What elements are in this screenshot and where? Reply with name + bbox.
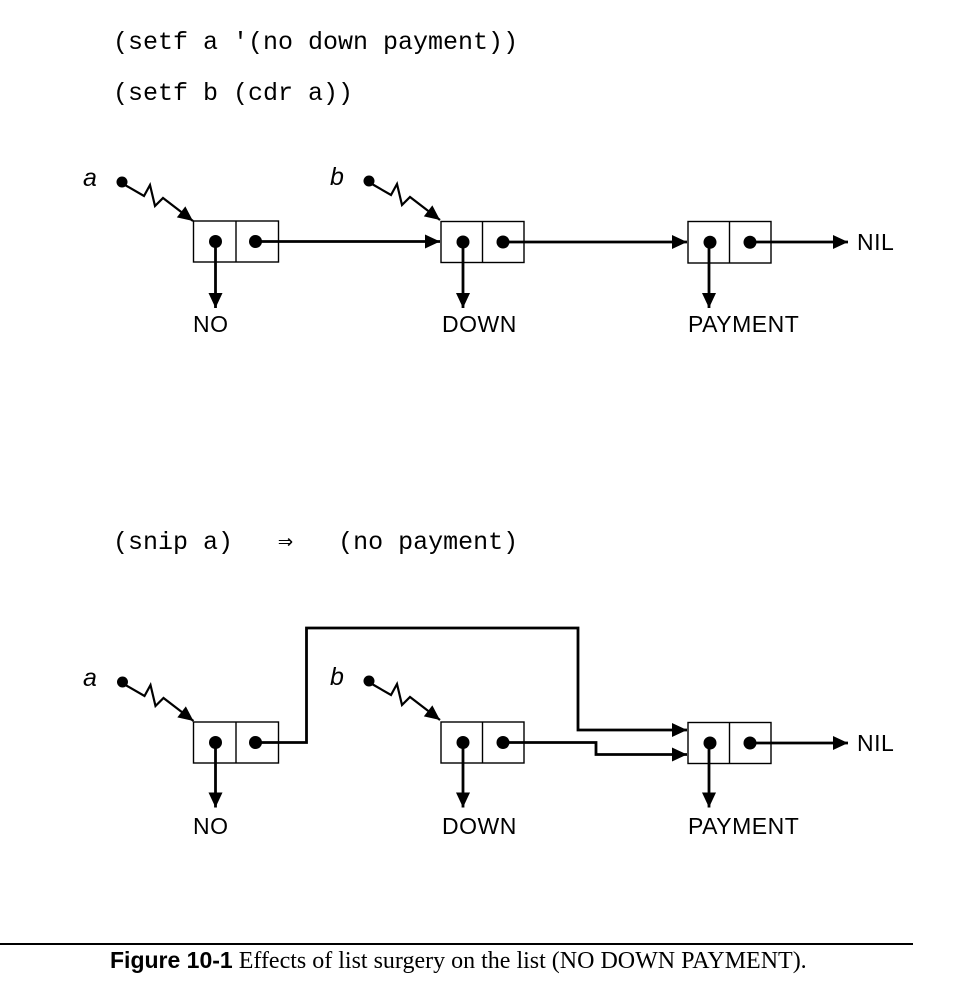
atom-label-payment-2: PAYMENT — [688, 813, 800, 839]
snip-reroute-arrow-2-head — [672, 723, 687, 737]
car-arrow-down-1-head — [456, 293, 470, 308]
pointer-b-dot-1 — [363, 175, 375, 187]
caption-rule — [0, 943, 913, 945]
pointer-label-a-2: a — [83, 664, 97, 692]
cons-cell-down-2-car-dot — [456, 736, 470, 749]
atom-label-payment-1: PAYMENT — [688, 311, 800, 337]
car-arrow-no-2-head — [208, 792, 223, 808]
pointer-a-arrow-1 — [124, 181, 194, 222]
cons-cell-down-1-cdr-dot — [496, 235, 510, 249]
code-setf-a: (setf a '(no down payment)) — [113, 28, 519, 57]
pointer-label-a-1: a — [83, 164, 97, 192]
cdr-arrow-down-to-payment-1-head — [672, 235, 687, 249]
cons-cell-no-2-car-dot — [209, 736, 222, 749]
figure-caption: Figure 10-1 Effects of list surgery on t… — [110, 947, 807, 974]
car-arrow-payment-1-head — [702, 293, 716, 308]
pointer-a-dot-1 — [116, 176, 128, 188]
cons-cell-no-1-car-dot — [209, 235, 222, 248]
code-setf-b: (setf b (cdr a)) — [113, 79, 354, 108]
nil-label-2: NIL — [857, 730, 895, 756]
pointer-label-b-1: b — [330, 163, 344, 191]
pointer-a-arrow-2 — [124, 681, 195, 722]
pointer-label-b-2: b — [330, 663, 344, 691]
atom-label-no-2: NO — [193, 813, 229, 839]
pointer-b-arrow-2-head — [423, 705, 440, 720]
pointer-a-arrow-2-head — [177, 706, 194, 721]
cdr-arrow-down-to-payment-2 — [503, 741, 687, 756]
cdr-arrow-down-to-payment-2-head — [672, 747, 687, 762]
pointer-b-dot-2 — [363, 675, 375, 687]
pointer-b-arrow-1 — [371, 180, 441, 221]
cons-cell-payment-1-car-dot — [703, 235, 717, 249]
pointer-b-arrow-2 — [371, 680, 441, 721]
car-arrow-down-2-head — [456, 792, 470, 808]
cons-cell-payment-2-cdr-dot — [743, 736, 757, 750]
atom-label-down-2: DOWN — [442, 813, 517, 839]
pointer-a-dot-2 — [117, 676, 128, 688]
cons-cell-down-1-car-dot — [456, 235, 470, 249]
pointer-a-arrow-1-head — [176, 206, 193, 221]
code-snip-result: (snip a) ⇒ (no payment) — [113, 528, 519, 557]
car-arrow-payment-2-head — [702, 792, 716, 808]
atom-label-no-1: NO — [193, 311, 229, 337]
cons-cell-down-2-cdr-dot — [496, 736, 510, 749]
cdr-arrow-payment-to-nil-1-head — [833, 235, 848, 249]
figure-number: Figure 10-1 — [110, 947, 233, 973]
cdr-arrow-payment-to-nil-2-head — [833, 736, 848, 750]
nil-label-1: NIL — [857, 229, 895, 255]
pointer-b-arrow-1-head — [423, 205, 440, 220]
cdr-arrow-no-to-down-1-head — [425, 234, 440, 249]
car-arrow-no-1-head — [208, 293, 223, 308]
cons-cell-no-1-cdr-dot — [249, 235, 262, 248]
figure-caption-text: Effects of list surgery on the list (NO … — [232, 948, 807, 974]
snip-reroute-arrow-2 — [255, 626, 687, 744]
cons-cell-payment-2-car-dot — [703, 736, 717, 750]
cons-cell-payment-1-cdr-dot — [743, 235, 757, 249]
atom-label-down-1: DOWN — [442, 311, 517, 337]
cons-cell-no-2-cdr-dot — [249, 736, 262, 749]
